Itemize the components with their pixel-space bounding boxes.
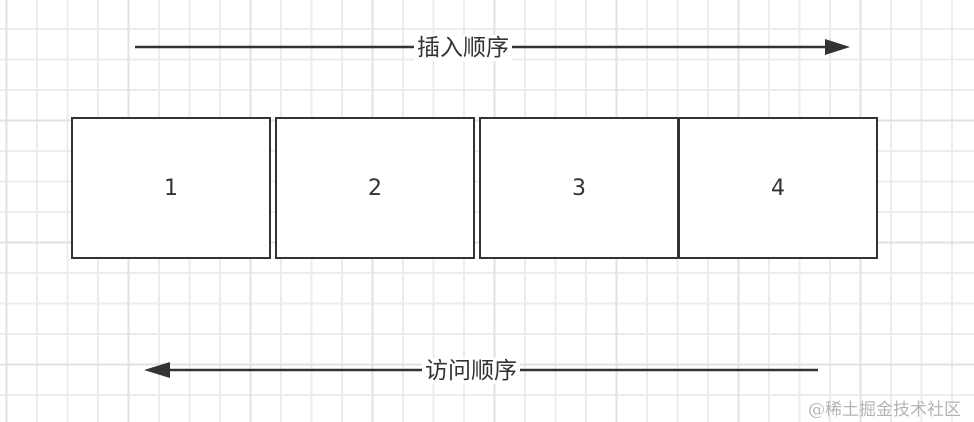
cell-2: 2 — [275, 117, 475, 259]
cell-4: 4 — [678, 117, 878, 259]
cell-label: 4 — [771, 175, 785, 201]
access-order-label: 访问顺序 — [422, 358, 520, 384]
cell-3: 3 — [479, 117, 679, 259]
cell-label: 1 — [164, 175, 178, 201]
watermark: @稀土掘金技术社区 — [808, 400, 961, 420]
insertion-order-label: 插入顺序 — [414, 35, 512, 61]
arrow-left-icon — [144, 362, 170, 378]
cell-label: 2 — [368, 175, 382, 201]
cell-1: 1 — [71, 117, 271, 259]
arrow-right-icon — [825, 39, 850, 55]
cell-label: 3 — [572, 175, 586, 201]
